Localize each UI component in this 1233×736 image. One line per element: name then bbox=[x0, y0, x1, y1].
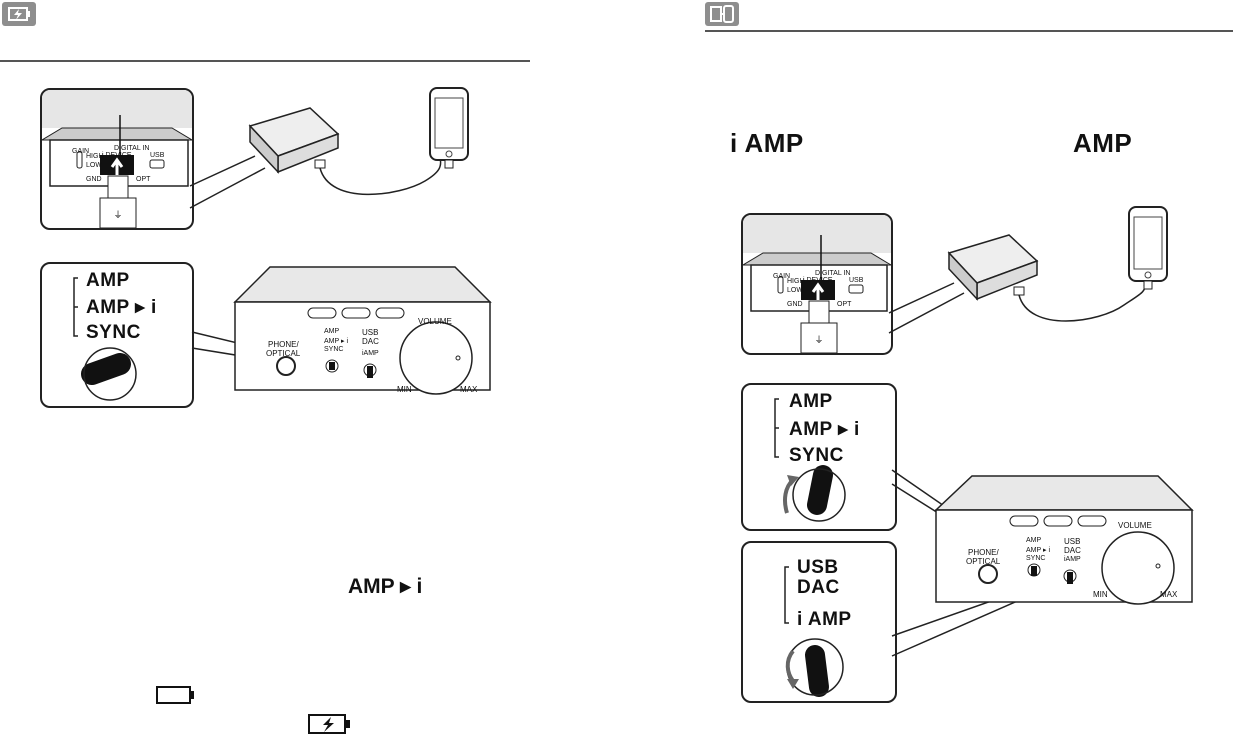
rear-panel-drawing: ⏚ bbox=[42, 115, 192, 228]
switch-pos-ampi-r: AMP ▸ i bbox=[789, 419, 860, 440]
inline-mode-label: AMP ▸ i bbox=[348, 575, 423, 598]
digital-in-label: DIGITAL IN bbox=[114, 145, 150, 152]
iamp-mode-label: i AMP bbox=[730, 128, 804, 158]
front-amp-label-r: AMP bbox=[1026, 537, 1042, 544]
usb-label: USB bbox=[150, 152, 165, 159]
max-label: MAX bbox=[460, 385, 478, 394]
front-amp-label: AMP bbox=[324, 328, 340, 335]
front-iamp-label: iAMP bbox=[362, 350, 379, 357]
switch-pos-iamp: i AMP bbox=[797, 609, 852, 630]
gnd-label: GND bbox=[86, 176, 102, 183]
switch-pos-amp: AMP bbox=[86, 270, 130, 291]
digital-in-label-r: DIGITAL IN bbox=[815, 270, 851, 277]
switch-pos-usb: USB bbox=[797, 557, 839, 578]
i-device-label: i DEVICE bbox=[102, 152, 132, 159]
volume-label: VOLUME bbox=[418, 317, 452, 326]
min-label: MIN bbox=[397, 385, 412, 394]
usb-dac-switch-inset: USB DAC i AMP bbox=[741, 541, 897, 703]
battery-empty-icon bbox=[156, 686, 194, 704]
front-sync-label: SYNC bbox=[324, 346, 344, 353]
rear-panel-inset: ⏚ DIGITAL IN i DEVICE GAIN HIGH LOW USB … bbox=[40, 88, 194, 230]
battery-charge-icon bbox=[2, 2, 36, 26]
amp-front-drawing bbox=[191, 266, 492, 395]
battery-charging-icon bbox=[308, 714, 350, 734]
switch-pos-amp-r: AMP bbox=[789, 391, 833, 412]
opt-label: OPT bbox=[136, 176, 151, 183]
front-iamp-label-r: iAMP bbox=[1064, 556, 1081, 563]
opt-label-r: OPT bbox=[837, 301, 852, 308]
switch-pos-sync-r: SYNC bbox=[789, 445, 844, 466]
mode-switch-inset: AMP AMP ▸ i SYNC bbox=[40, 262, 194, 408]
front-usb-label: USB bbox=[362, 328, 379, 337]
device-phone-drawing bbox=[189, 87, 469, 209]
front-ampi-label: AMP ▸ i bbox=[324, 338, 349, 345]
svg-text:⏚: ⏚ bbox=[113, 210, 122, 221]
usb-label-r: USB bbox=[849, 277, 864, 284]
high-label: HIGH bbox=[86, 153, 104, 160]
phone-optical-label-1: PHONE/ bbox=[268, 340, 299, 349]
phone-optical-label-2-r: OPTICAL bbox=[966, 557, 1001, 566]
gain-label: GAIN bbox=[72, 148, 90, 155]
left-header-rule bbox=[0, 60, 530, 62]
min-label-r: MIN bbox=[1093, 590, 1108, 599]
gnd-label-r: GND bbox=[787, 301, 803, 308]
gain-label-r: GAIN bbox=[773, 273, 791, 280]
low-label-r: LOW bbox=[787, 287, 803, 294]
front-sync-label-r: SYNC bbox=[1026, 555, 1046, 562]
low-label: LOW bbox=[86, 162, 102, 169]
amp-front-drawing-right bbox=[891, 469, 1194, 657]
phone-optical-label-1-r: PHONE/ bbox=[968, 548, 999, 557]
device-phone-drawing-right bbox=[888, 206, 1168, 334]
rear-panel-inset-right: ⏚ DIGITAL IN i DEVICE GAIN HIGH LOW USB … bbox=[741, 213, 893, 355]
front-dac-label: DAC bbox=[362, 337, 379, 346]
high-label-r: HIGH bbox=[787, 278, 805, 285]
volume-label-r: VOLUME bbox=[1118, 521, 1152, 530]
svg-text:⏚: ⏚ bbox=[814, 335, 823, 346]
max-label-r: MAX bbox=[1160, 590, 1178, 599]
phone-optical-label-2: OPTICAL bbox=[266, 349, 301, 358]
mode-switch-inset-right: AMP AMP ▸ i SYNC bbox=[741, 383, 897, 531]
switch-pos-sync: SYNC bbox=[86, 322, 141, 343]
switch-pos-ampi: AMP ▸ i bbox=[86, 297, 157, 318]
amp-mode-label: AMP bbox=[1073, 128, 1133, 158]
right-header-rule bbox=[705, 30, 1233, 32]
device-connect-icon bbox=[705, 2, 739, 26]
front-usb-label-r: USB bbox=[1064, 537, 1081, 546]
front-dac-label-r: DAC bbox=[1064, 546, 1081, 555]
front-ampi-label-r: AMP ▸ i bbox=[1026, 547, 1051, 554]
i-device-label-r: i DEVICE bbox=[803, 277, 833, 284]
switch-pos-dac: DAC bbox=[797, 577, 840, 598]
